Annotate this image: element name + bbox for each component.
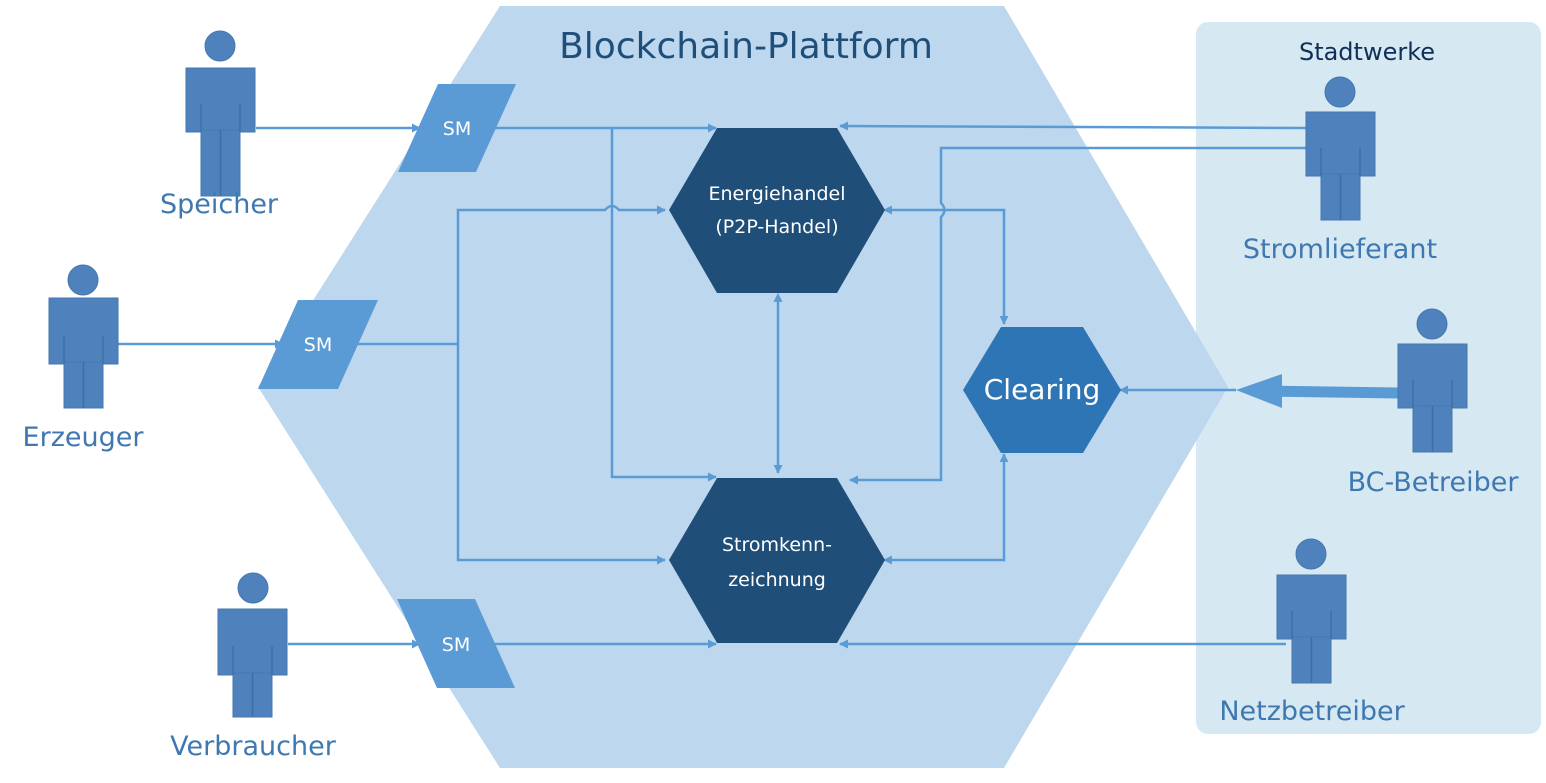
smart-meter-shape [398,84,516,172]
actor-label: Stromlieferant [1243,234,1437,265]
process-label-line2: zeichnung [728,569,826,591]
process-label-line1: Stromkenn- [722,534,832,556]
person-icon [1305,76,1376,221]
process-stromkennzeichnung: Stromkenn- zeichnung [669,478,885,643]
actor-verbraucher: Verbraucher [170,572,337,762]
person-icon [1397,308,1468,453]
actor-speicher: Speicher [160,30,279,220]
smart-meter-erzeuger: SM [258,300,378,389]
smart-meter-shape [397,599,515,688]
actor-netzbetreiber: Netzbetreiber [1219,538,1406,727]
process-hexagon [669,478,885,643]
smart-meter-label: SM [443,118,471,140]
smart-meter-shape [258,300,378,389]
process-clearing: Clearing [963,327,1121,453]
smart-meter-label: SM [442,634,470,656]
person-icon [185,30,256,197]
connector-bcbetreiber-clearing-thick [1259,385,1399,399]
person-icon [217,572,288,718]
actor-label: BC-Betreiber [1348,467,1520,498]
actor-label: Netzbetreiber [1219,696,1405,727]
person-icon [48,264,119,409]
blockchain-platform-hexagon [258,6,1228,768]
process-hexagon [669,128,885,293]
actor-label: Erzeuger [23,422,145,453]
process-hexagon [963,327,1121,453]
actor-stromlieferant: Stromlieferant [1243,76,1437,265]
connector-stromkennzeichnung-clearing [882,453,1009,565]
connector-sm-mid-energiehandel [456,204,666,344]
connector-sm-mid-stromkennzeichnung [456,344,666,565]
process-label: Clearing [984,373,1101,406]
connector-energiehandel-clearing [882,205,1009,325]
actor-label: Verbraucher [170,731,337,762]
connector-sm-top-stromkennzeichnung [610,128,717,482]
process-label-line1: Energiehandel [709,183,846,205]
process-energiehandel: Energiehandel (P2P-Handel) [669,128,885,293]
process-label-line2: (P2P-Handel) [715,216,838,238]
actor-label: Speicher [160,189,279,220]
person-icon [1276,538,1347,684]
platform-title: Blockchain-Plattform [559,26,933,67]
actor-erzeuger: Erzeuger [23,264,145,453]
smart-meter-label: SM [304,334,332,356]
smart-meter-verbraucher: SM [397,599,515,688]
connector-stromlieferant-energiehandel [839,121,1307,131]
connector-bcbetreiber-arrowhead [1236,374,1282,408]
stadtwerke-title: Stadtwerke [1299,38,1435,66]
stadtwerke-group [1196,22,1541,734]
actor-bc-betreiber: BC-Betreiber [1348,308,1520,498]
connectors [118,121,1399,649]
smart-meter-speicher: SM [398,84,516,172]
